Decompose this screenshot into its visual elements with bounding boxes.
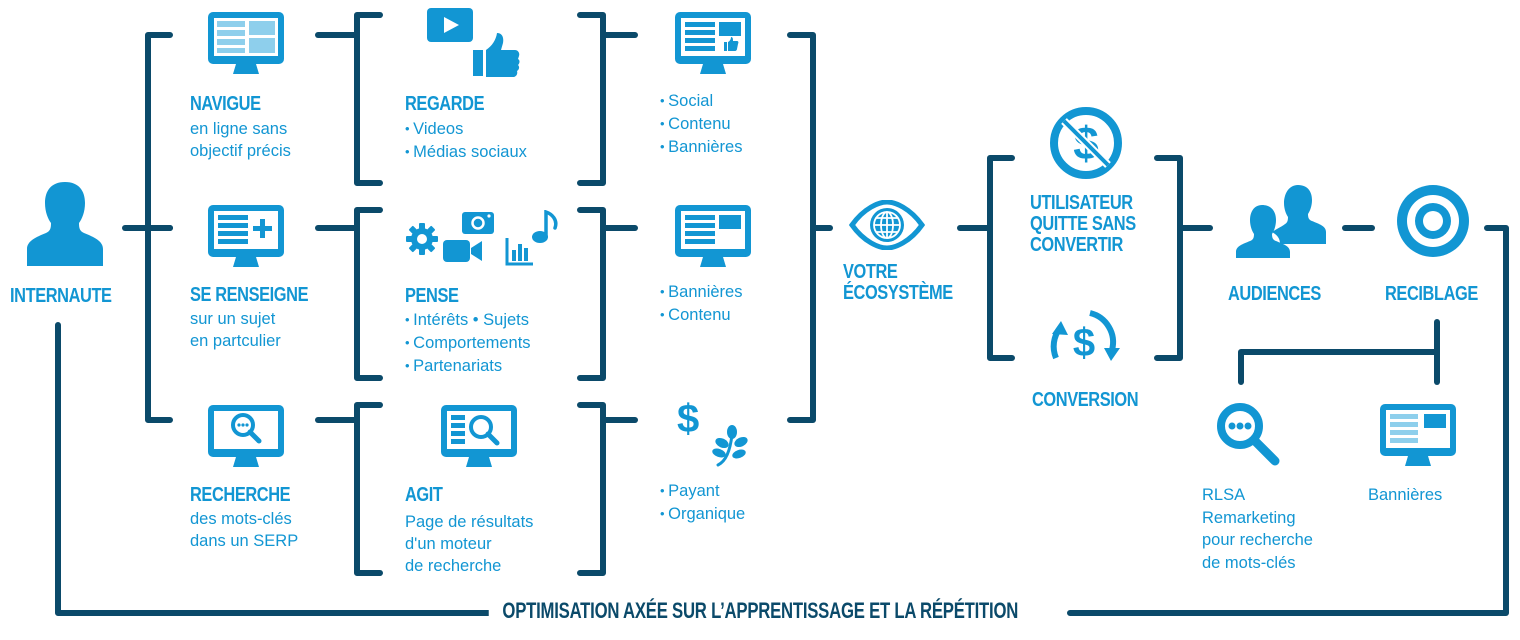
user-icon <box>27 182 103 266</box>
audiences-title: AUDIENCES <box>1228 283 1321 305</box>
stage1-search-desc: des mots-clés dans un SERP <box>190 510 299 550</box>
outcome-conversion-title: CONVERSION <box>1032 389 1139 411</box>
ecosystem-title: VOTRE ÉCOSYSTÈME <box>843 261 953 304</box>
search-dots-icon <box>1217 403 1280 466</box>
stage1-search-title: RECHERCHE <box>190 484 291 506</box>
footer-label: OPTIMISATION AXÉE SUR L’APPRENTISSAGE ET… <box>488 598 1032 624</box>
stage2-act-desc: Page de résultats d'un moteur de recherc… <box>405 513 534 575</box>
user-title: INTERNAUTE <box>10 285 112 307</box>
footer-label-wrap: OPTIMISATION AXÉE SUR L’APPRENTISSAGE ET… <box>0 598 1520 624</box>
leaf-icon <box>712 425 748 467</box>
stage2-act-title: AGIT <box>405 484 443 506</box>
bar-chart-icon <box>505 238 533 266</box>
stage2-watch-bullets: Videos Médias sociaux <box>405 118 527 164</box>
no-dollar-icon: $ <box>1050 107 1122 179</box>
bracket-stage2-2-left <box>354 207 383 381</box>
bracket-stage2-1-right <box>577 12 606 186</box>
monitor-search-icon <box>208 405 284 467</box>
stage1-browse-desc: en ligne sans objectif précis <box>190 120 291 160</box>
stage2-think-title: PENSE <box>405 285 459 307</box>
camera-icon <box>462 212 494 234</box>
outcome-no-conversion-title: UTILISATEUR QUITTE SANS CONVERTIR <box>1030 192 1136 256</box>
target-icon <box>1397 185 1469 257</box>
stage1-inform-desc: sur un sujet en partculier <box>190 310 281 350</box>
thumbs-up-icon <box>473 33 520 77</box>
dollar-icon: $ <box>677 397 700 441</box>
bracket-outcomes-right <box>1154 155 1183 361</box>
music-note-icon <box>532 210 558 243</box>
monitor-banner-icon <box>675 205 751 267</box>
svg-text:$: $ <box>1073 321 1095 365</box>
stage1-browse-title: NAVIGUE <box>190 93 261 115</box>
monitor-social-icon <box>675 12 751 74</box>
bracket-stage2-3-left <box>354 402 383 576</box>
bracket-stage2-2-right <box>577 207 606 381</box>
bracket-stage3-right <box>787 32 816 423</box>
stage1-inform-title: SE RENSEIGNE <box>190 284 309 306</box>
users-icon <box>1236 185 1326 258</box>
monitor-banner-icon <box>1380 404 1456 466</box>
bracket-channels <box>1238 349 1440 385</box>
eye-globe-icon <box>849 200 925 250</box>
video-play-icon <box>427 8 473 42</box>
bracket-stage2-3-right <box>577 402 606 576</box>
channel-banners-desc: Bannières <box>1368 486 1443 504</box>
stage3-paid-organic-bullets: Payant Organique <box>660 480 745 526</box>
bracket-stage2-1-left <box>354 12 383 186</box>
connector-retargeting-out <box>1067 225 1509 616</box>
video-camera-icon <box>443 240 482 262</box>
stage2-watch-title: REGARDE <box>405 93 485 115</box>
monitor-search-results-icon <box>441 405 517 467</box>
stage2-think-bullets: Intérêts • Sujets Comportements Partenar… <box>405 309 530 378</box>
gear-icon <box>406 223 438 255</box>
connector-feedback-left <box>55 322 533 616</box>
monitor-browse-icon <box>208 12 284 74</box>
stage3-social-bullets: Social Contenu Bannières <box>660 90 742 159</box>
stage3-display-bullets: Bannières Contenu <box>660 281 742 327</box>
bracket-outcomes-left <box>987 155 1015 361</box>
retargeting-title: RECIBLAGE <box>1385 283 1478 305</box>
dollar-cycle-icon: $ <box>1050 310 1120 365</box>
channel-rlsa-desc: RLSA Remarketing pour recherche de mots-… <box>1202 486 1313 572</box>
monitor-plus-icon <box>208 205 284 267</box>
